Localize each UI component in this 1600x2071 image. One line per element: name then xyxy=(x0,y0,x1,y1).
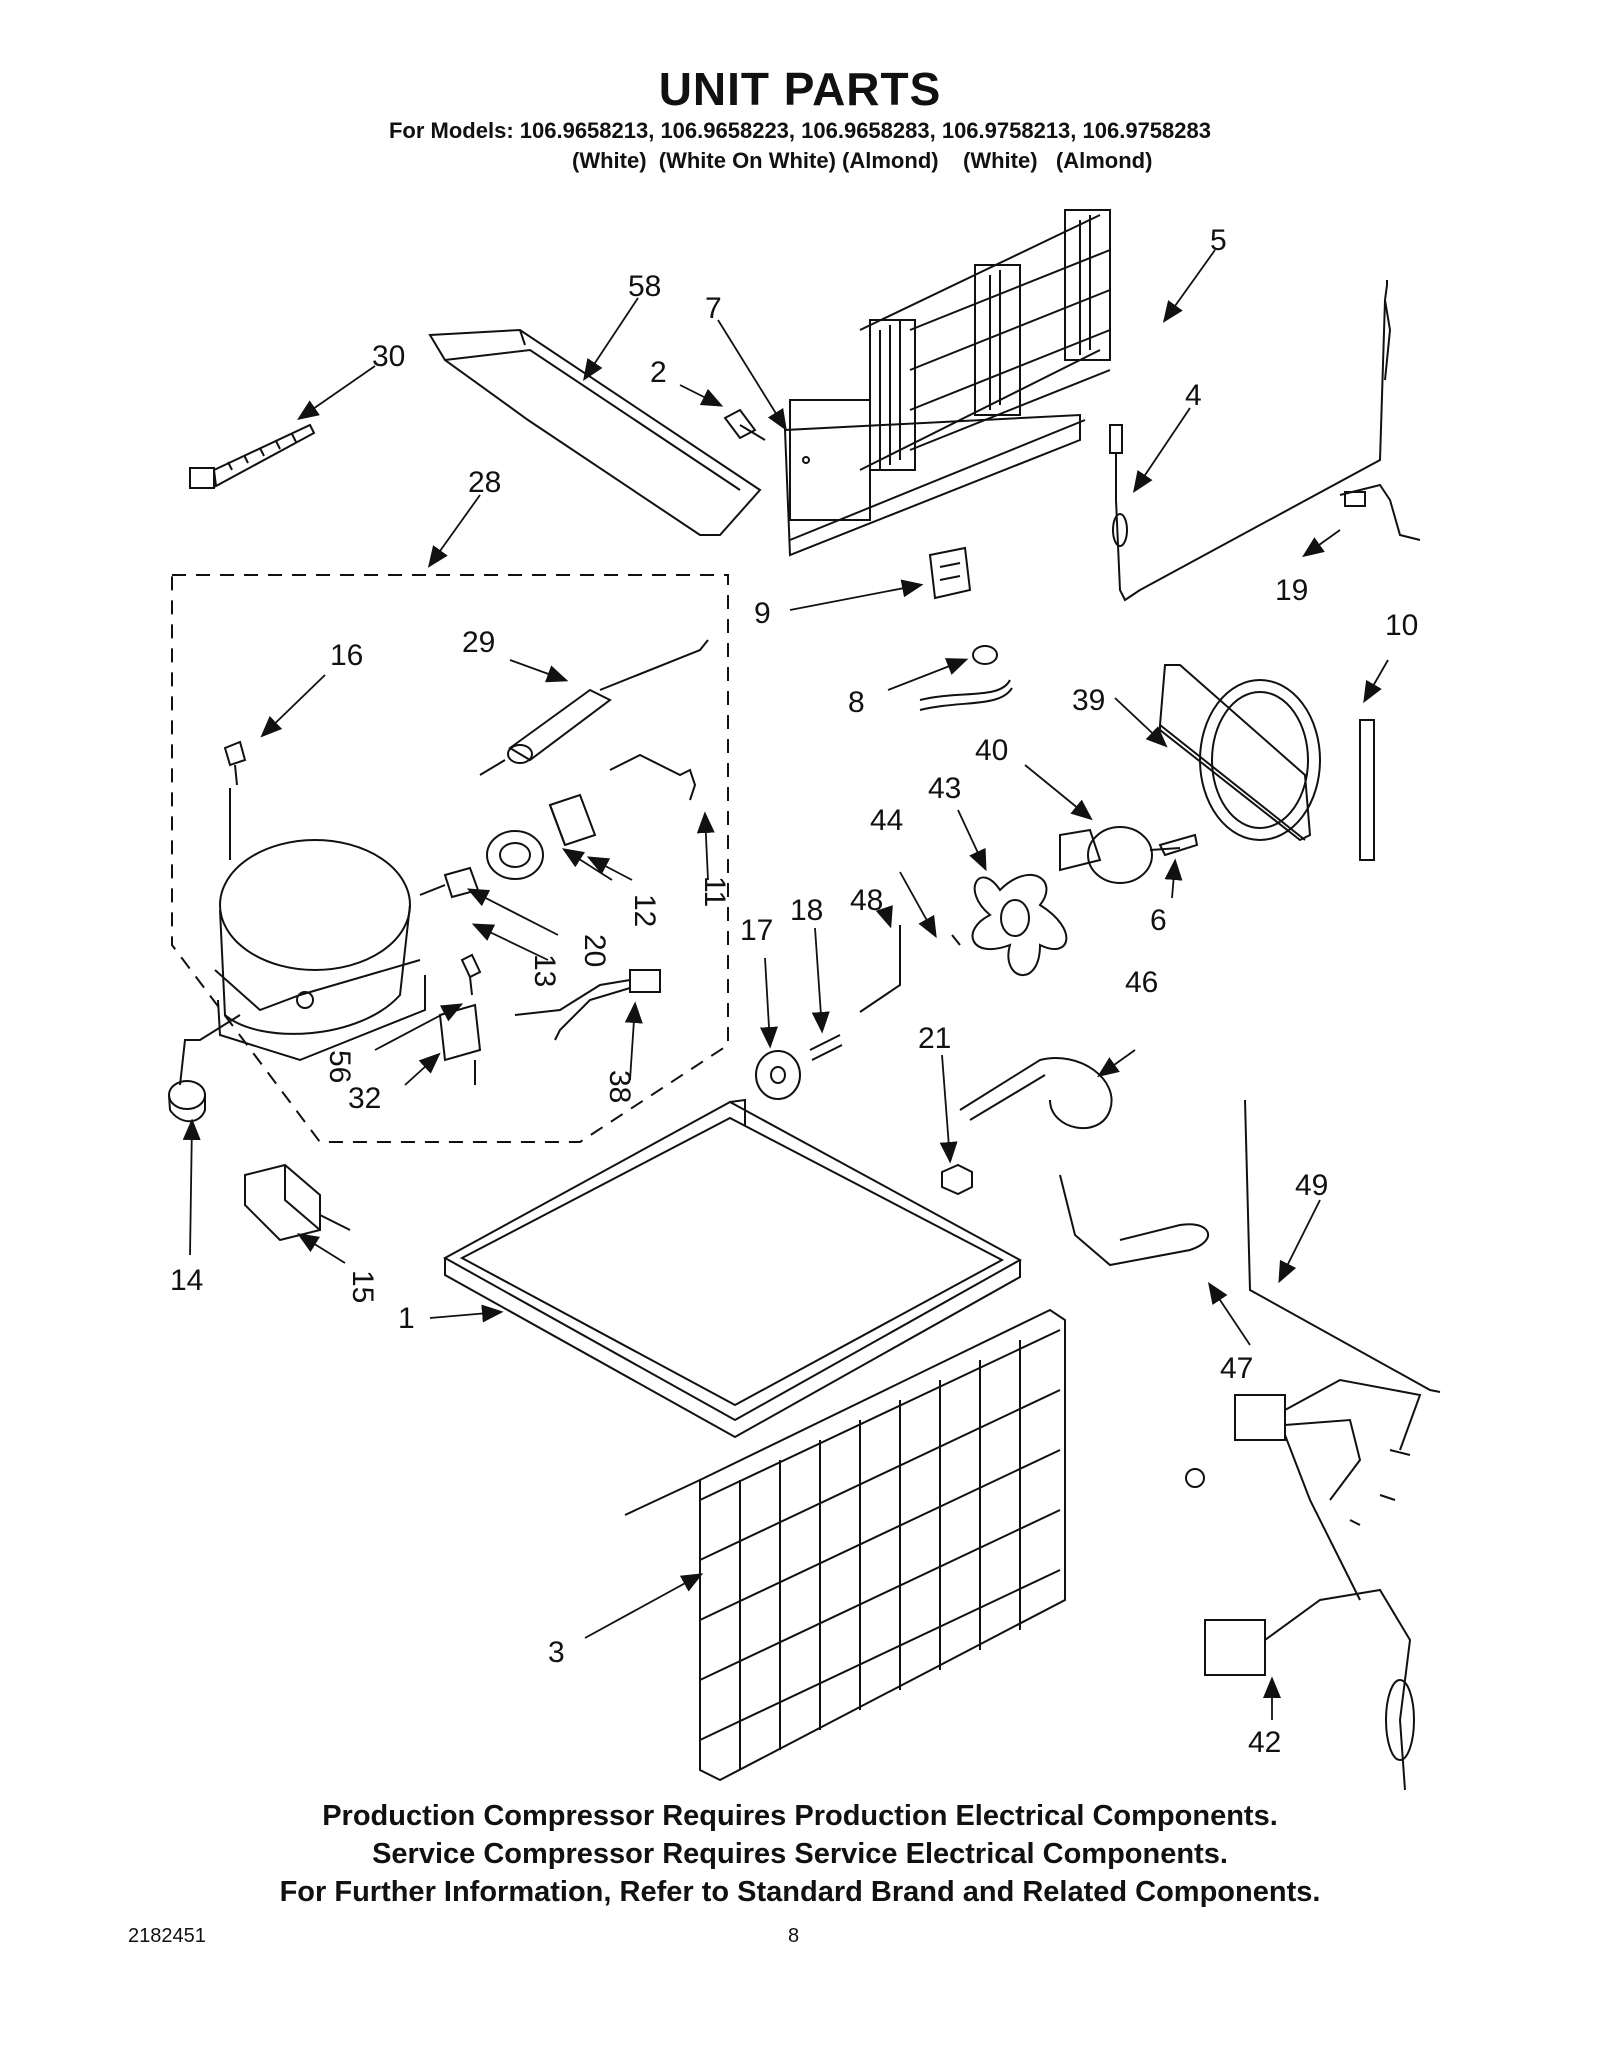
part-label: 38 xyxy=(603,1070,636,1103)
part-label: 18 xyxy=(790,894,823,927)
document-id: 2182451 xyxy=(128,1925,206,1947)
part-label: 32 xyxy=(348,1082,381,1115)
part-label: 48 xyxy=(850,884,883,917)
fan-shroud-part xyxy=(1159,664,1321,842)
tube-47-part xyxy=(1059,1174,1210,1267)
tube-49-part xyxy=(1244,1099,1441,1393)
model-colors: (White) (White On White) (Almond) (White… xyxy=(572,148,1153,173)
part-label: 2 xyxy=(650,356,667,389)
bracket-19-part xyxy=(1339,483,1421,541)
part-label: 58 xyxy=(628,270,661,303)
part-label: 39 xyxy=(1072,684,1105,717)
part-label: 11 xyxy=(698,876,731,907)
part-label: 30 xyxy=(372,340,405,373)
foam-strip-part xyxy=(1359,719,1375,861)
part-label: 40 xyxy=(975,734,1008,767)
part-label: 1 xyxy=(398,1302,415,1335)
part-label: 49 xyxy=(1295,1169,1328,1202)
nut-part xyxy=(941,1163,973,1196)
part-label: 19 xyxy=(1275,574,1308,607)
part-label: 29 xyxy=(462,626,495,659)
wire-harness-part xyxy=(1185,1378,1422,1791)
capacitor-part xyxy=(438,953,482,1085)
part-label: 4 xyxy=(1185,379,1202,412)
part-label: 21 xyxy=(918,1022,951,1055)
base-frame-part xyxy=(442,1098,1023,1439)
part-label: 10 xyxy=(1385,609,1418,642)
part-label: 15 xyxy=(346,1270,379,1303)
drier-part xyxy=(479,639,709,776)
model-list: For Models: 106.9658213, 106.9658223, 10… xyxy=(388,118,1211,143)
footer-note: Service Compressor Requires Service Elec… xyxy=(372,1838,1228,1870)
leader-lines xyxy=(182,249,1389,1720)
screw-part xyxy=(723,408,766,441)
group-28-outline xyxy=(171,574,729,1143)
part-label: 13 xyxy=(528,954,561,987)
part-label: 28 xyxy=(468,466,501,499)
wire-11-part xyxy=(609,753,697,801)
drain-hose-part xyxy=(959,1057,1113,1129)
part-label: 9 xyxy=(754,597,771,630)
clip-part xyxy=(928,546,972,600)
part-label: 47 xyxy=(1220,1352,1253,1385)
overload-part xyxy=(548,793,597,847)
part-label: 43 xyxy=(928,772,961,805)
capillary-part xyxy=(1109,280,1392,602)
part-label: 20 xyxy=(578,934,611,967)
footer-note: For Further Information, Refer to Standa… xyxy=(279,1876,1321,1908)
part-label: 14 xyxy=(170,1264,203,1297)
harness-38-part xyxy=(514,969,661,1041)
part-label: 17 xyxy=(740,914,773,947)
part-label: 8 xyxy=(848,686,865,719)
relay-20-part xyxy=(486,830,544,880)
compressor-part xyxy=(179,839,426,1086)
part-label: 56 xyxy=(323,1050,356,1083)
start-relay-part xyxy=(244,1163,351,1242)
part-label: 7 xyxy=(705,292,722,325)
part-label: 3 xyxy=(548,1636,565,1669)
part-label: 44 xyxy=(870,804,903,837)
part-label: 46 xyxy=(1125,966,1158,999)
page-number: 8 xyxy=(788,1925,800,1947)
tube-48-part xyxy=(859,925,901,1013)
drain-trough-part xyxy=(428,328,762,536)
compressor-grommet-part xyxy=(168,1080,206,1123)
fan-motor-part xyxy=(951,826,1199,976)
part-label: 5 xyxy=(1210,224,1227,257)
terminal-13-part xyxy=(419,866,480,899)
footer-note: Production Compressor Requires Productio… xyxy=(322,1800,1278,1832)
mount-grommet-part xyxy=(755,1034,843,1100)
part-label: 42 xyxy=(1248,1726,1281,1759)
cable-tie-part xyxy=(189,423,316,489)
bolt-16-part xyxy=(223,740,247,860)
grommet-part xyxy=(919,645,1013,711)
part-label: 12 xyxy=(628,894,661,927)
part-labels: 30 58 2 7 5 4 28 16 29 9 8 19 10 39 40 4… xyxy=(170,224,1418,1759)
condenser-part xyxy=(624,1308,1066,1782)
page-title: UNIT PARTS xyxy=(658,63,942,115)
part-label: 16 xyxy=(330,639,363,672)
evaporator-part xyxy=(783,209,1111,557)
part-label: 6 xyxy=(1150,904,1167,937)
